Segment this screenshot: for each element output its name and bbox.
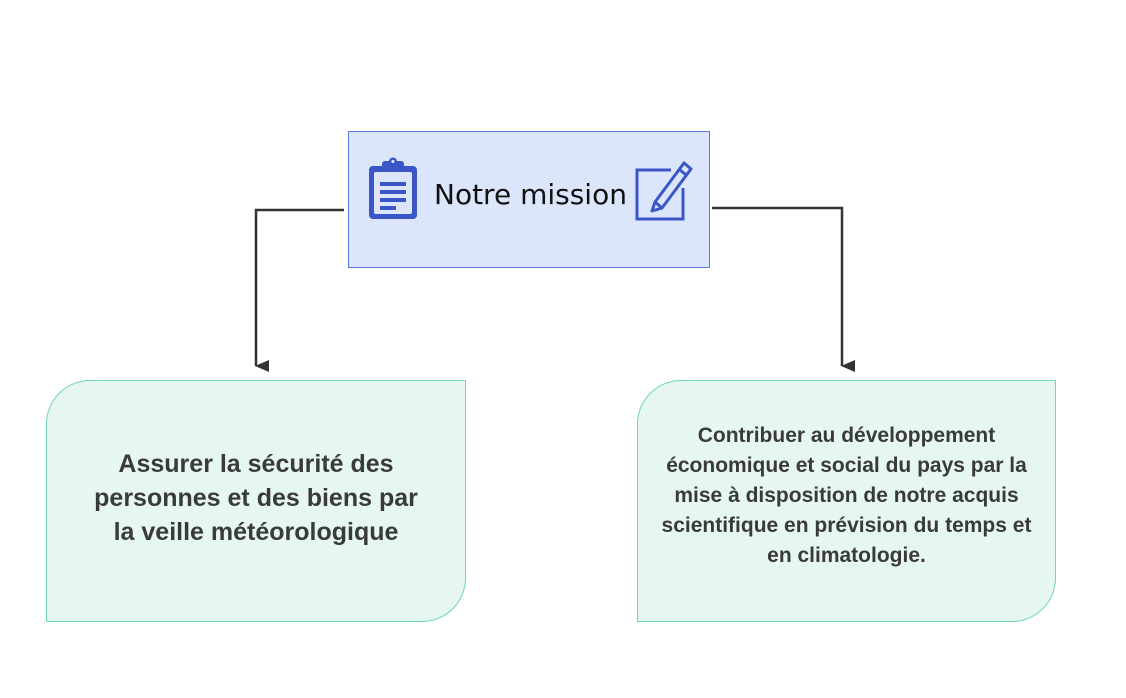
root-title: Notre mission <box>434 178 627 211</box>
child-node-development-text: Contribuer au développement économique e… <box>661 424 1032 567</box>
connector-right <box>712 206 855 372</box>
edit-icon <box>635 161 693 221</box>
clipboard-icon <box>369 157 417 219</box>
child-node-development: Contribuer au développement économique e… <box>637 380 1056 622</box>
connector-left <box>254 208 344 372</box>
child-node-safety: Assurer la sécurité des personnes et des… <box>46 380 466 622</box>
child-node-safety-text: Assurer la sécurité des personnes et des… <box>94 450 418 546</box>
